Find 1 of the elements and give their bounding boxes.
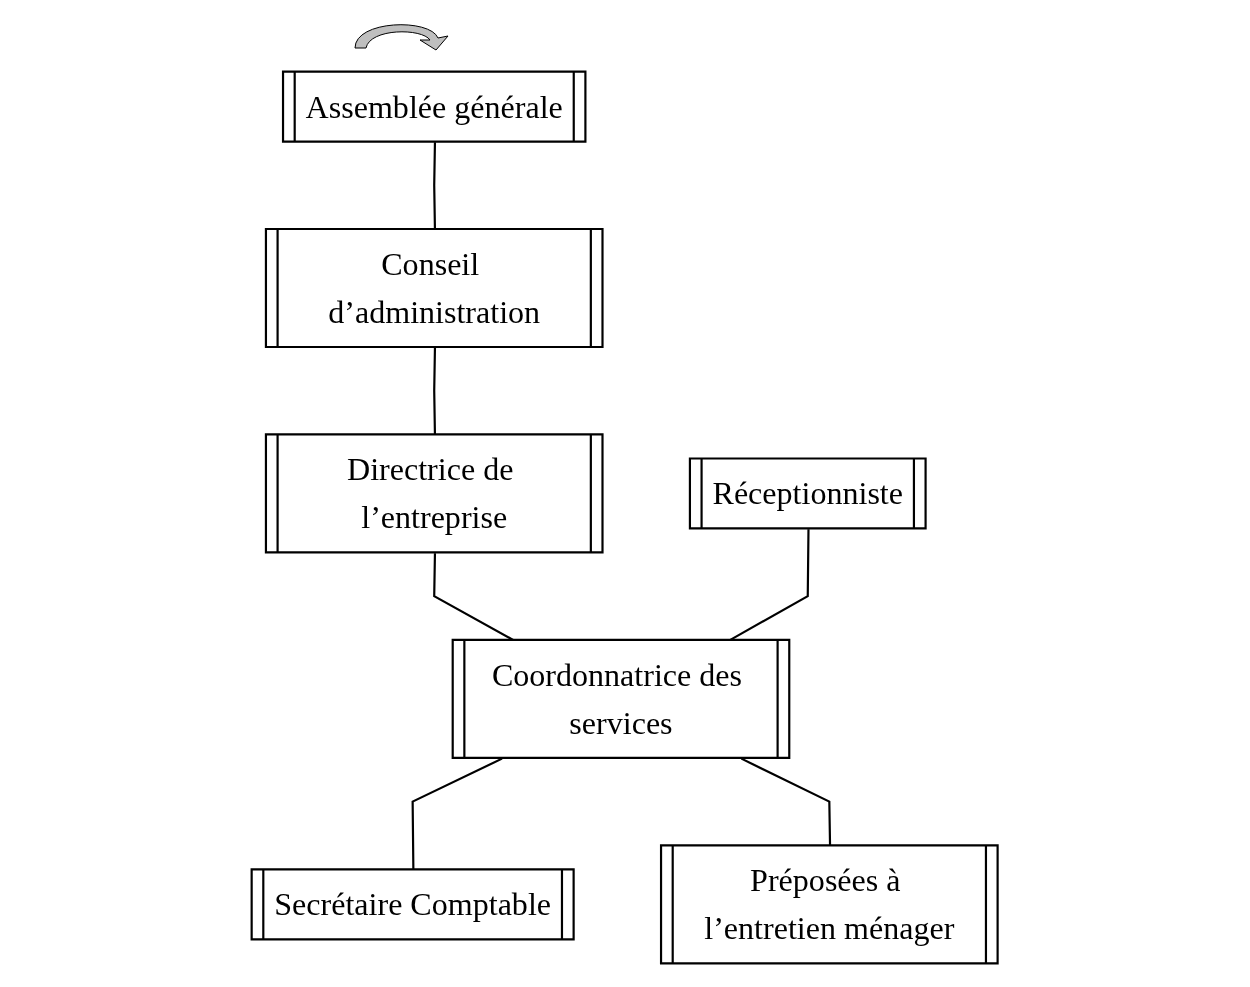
connector bbox=[433, 142, 437, 230]
